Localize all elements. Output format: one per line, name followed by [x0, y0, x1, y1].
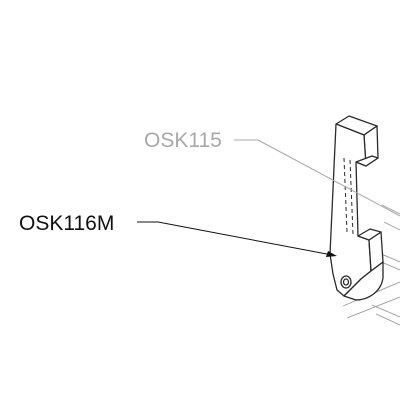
background-line: [346, 296, 400, 319]
part-mounting-hole: [340, 275, 352, 289]
background-line: [371, 304, 400, 318]
callout-osk115-label: OSK115: [144, 129, 222, 152]
osk116m-arrowhead: [326, 251, 337, 257]
part-front-face: [329, 123, 372, 297]
part-notch-face: [355, 155, 379, 167]
background-line: [375, 313, 400, 326]
part-lower-block-top: [357, 228, 382, 241]
part-slot-line: [349, 159, 354, 235]
osk116m-leader-diagonal: [157, 221, 333, 256]
osk115-leader-diagonal: [257, 139, 400, 217]
part-mounting-hole-inner: [342, 278, 350, 286]
background-line: [383, 221, 400, 231]
osk115-leader: [234, 139, 400, 217]
background-line: [381, 204, 400, 215]
callout-osk116m-label: OSK116M: [19, 212, 114, 235]
part-osk116m-drawing: [329, 115, 384, 301]
osk116m-leader: [137, 221, 333, 256]
part-slot-line: [343, 157, 348, 233]
part-bottom-end: [343, 261, 384, 301]
